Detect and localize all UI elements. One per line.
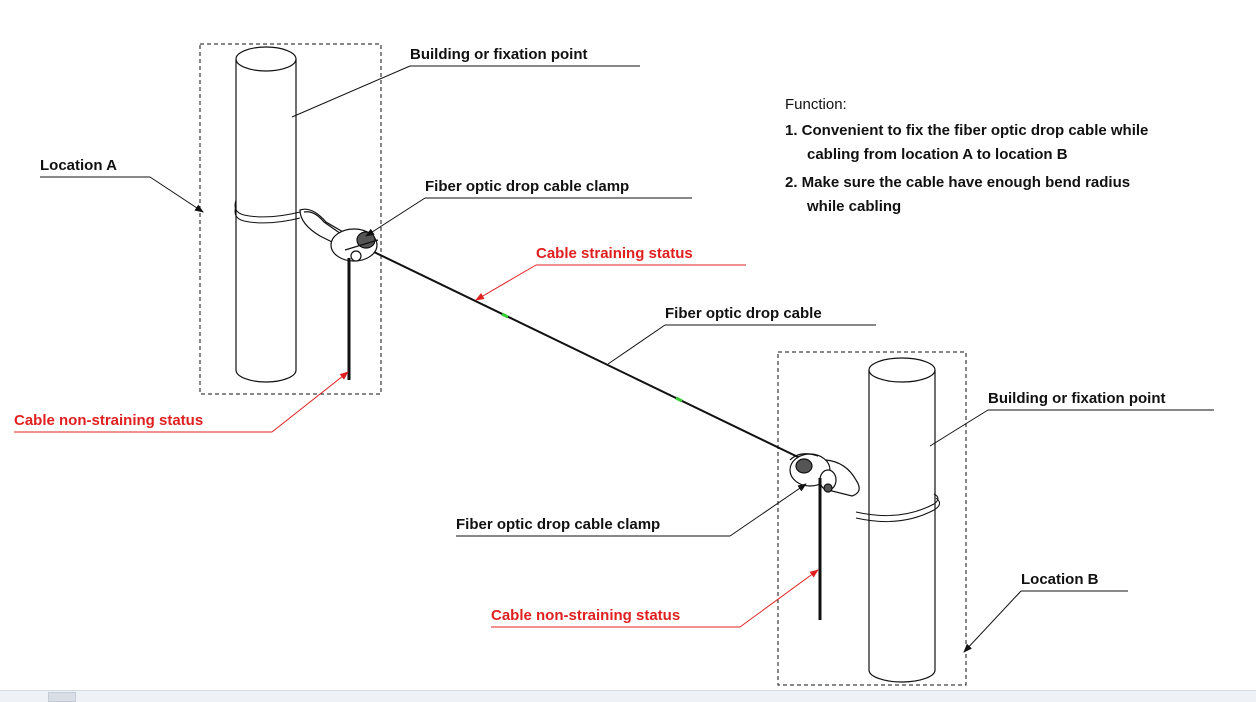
cable-marker-1 [501, 312, 509, 319]
leader-building-a-pointer [291, 65, 411, 118]
leader-location-b-pointer [963, 590, 1022, 653]
cable-marker-2 [675, 396, 683, 403]
leader-non-straining-b-pointer [739, 569, 819, 628]
label-clamp-a: Fiber optic drop cable clamp [425, 178, 629, 195]
viewer-status-bar [0, 690, 1256, 702]
clamp-a [299, 208, 379, 262]
strap-a [234, 199, 301, 224]
clamp-b [789, 453, 860, 497]
leader-location-a-pointer [149, 176, 204, 213]
label-location-a: Location A [40, 157, 117, 174]
leader-straining-pointer [475, 264, 537, 301]
leader-clamp-b-pointer [729, 483, 807, 537]
label-non-straining-a: Cable non-straining status [14, 412, 203, 429]
function-item2-line1: 2. Make sure the cable have enough bend … [785, 174, 1130, 191]
label-drop-cable: Fiber optic drop cable [665, 305, 822, 322]
function-item1-line1: 1. Convenient to fix the fiber optic dro… [785, 122, 1148, 139]
label-building-a: Building or fixation point [410, 46, 587, 63]
label-location-b: Location B [1021, 571, 1099, 588]
function-item1-line2: cabling from location A to location B [807, 146, 1068, 163]
location-a-boundary [199, 43, 382, 395]
function-heading: Function: [785, 96, 847, 113]
leader-building-b-pointer [929, 409, 989, 447]
function-item2-line2: while cabling [806, 198, 901, 215]
leader-drop-cable-pointer [607, 324, 666, 365]
label-straining: Cable straining status [536, 245, 693, 262]
strap-b [855, 493, 940, 523]
label-building-b: Building or fixation point [988, 390, 1165, 407]
function-notes: Function: 1. Convenient to fix the fiber… [785, 96, 1148, 215]
drop-cable-line [373, 251, 801, 459]
location-b-boundary [777, 351, 967, 686]
leader-non-straining-a-pointer [271, 371, 349, 433]
label-clamp-b: Fiber optic drop cable clamp [456, 516, 660, 533]
label-non-straining-b: Cable non-straining status [491, 607, 680, 624]
pole-a [235, 46, 297, 383]
leader-clamp-a-pointer [365, 197, 426, 237]
